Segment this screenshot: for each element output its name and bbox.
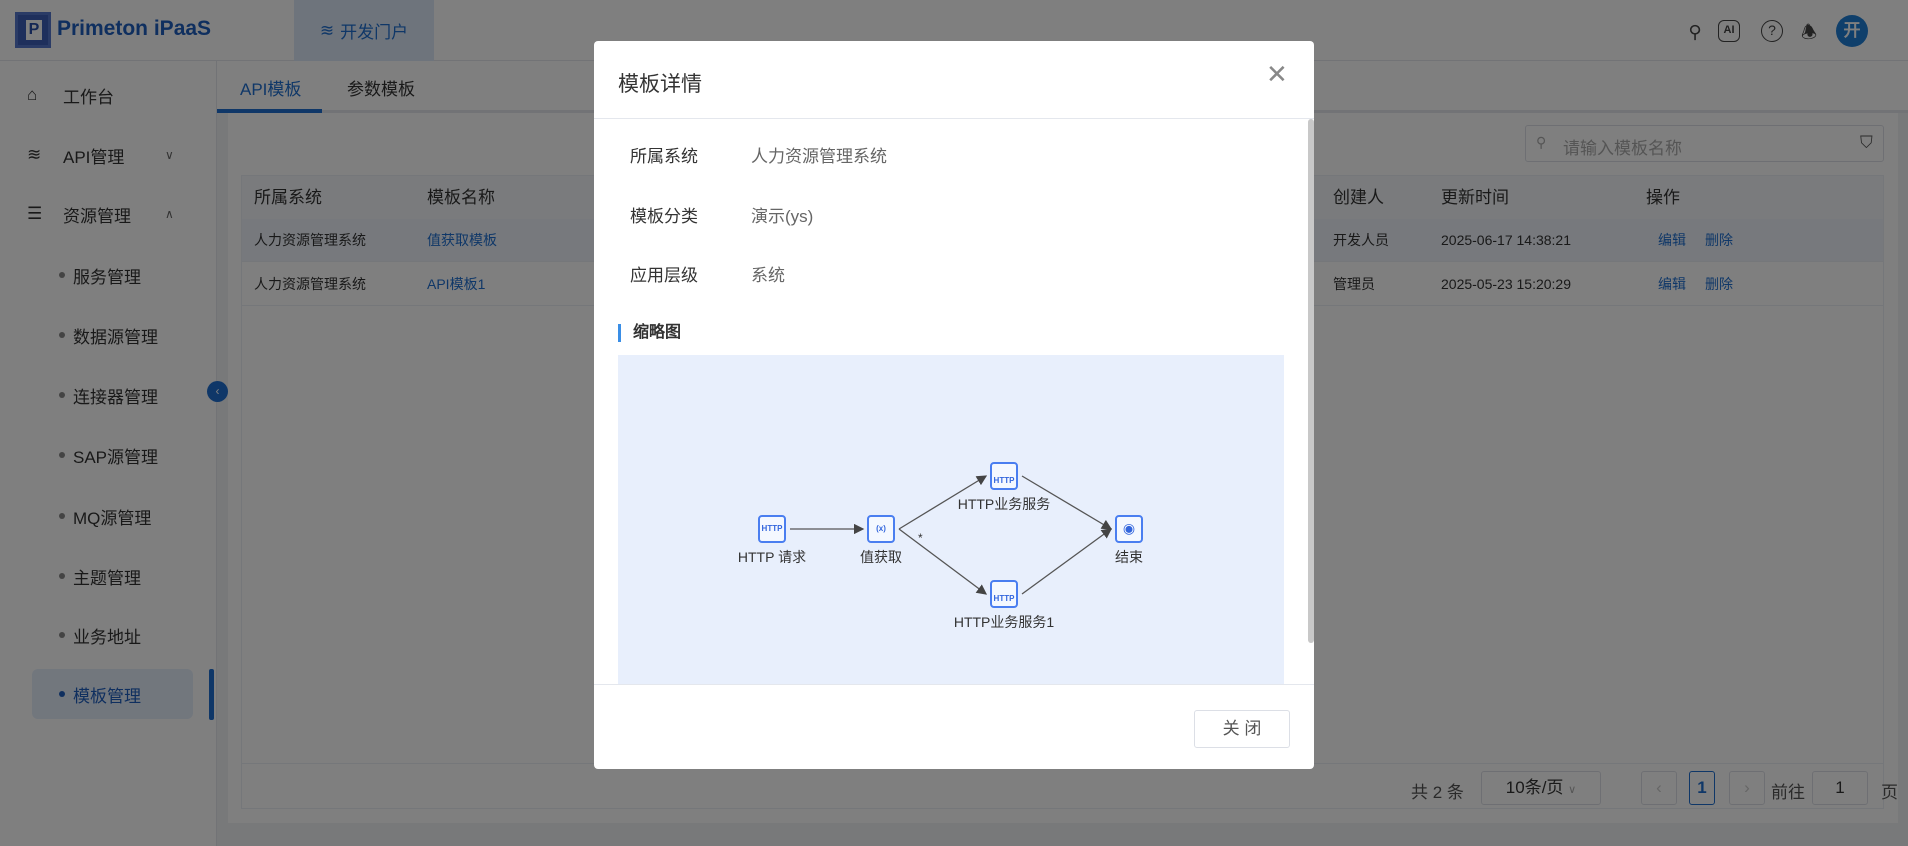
http-service1-node[interactable]: HTTP: [990, 580, 1018, 608]
modal-header: 模板详情 ✕: [594, 41, 1314, 119]
edge: [898, 528, 988, 595]
modal-scrollbar[interactable]: [1308, 119, 1314, 643]
modal-title: 模板详情: [618, 73, 702, 96]
stop-icon[interactable]: ◉: [1115, 515, 1143, 543]
http-service-node[interactable]: HTTP: [990, 462, 1018, 490]
close-icon[interactable]: ✕: [1266, 59, 1288, 89]
edge-label: *: [918, 531, 923, 545]
edge: [898, 475, 988, 530]
template-detail-modal: 模板详情 ✕ 所属系统 人力资源管理系统 模板分类 演示(ys) 应用层级 系统…: [594, 41, 1314, 769]
flow-thumbnail: * HTTP HTTP 请求 (x) 值获取 HTTP HTTP业务服务 HTT…: [618, 355, 1284, 684]
edge: [1021, 528, 1113, 595]
value-get-node[interactable]: (x): [867, 515, 895, 543]
modal-footer: 关 闭: [594, 684, 1314, 769]
http-request-node[interactable]: HTTP: [758, 515, 786, 543]
flow-edges: [790, 475, 1113, 595]
edge: [1021, 475, 1113, 530]
section-title: 缩略图: [618, 324, 681, 342]
close-button[interactable]: 关 闭: [1194, 710, 1290, 748]
